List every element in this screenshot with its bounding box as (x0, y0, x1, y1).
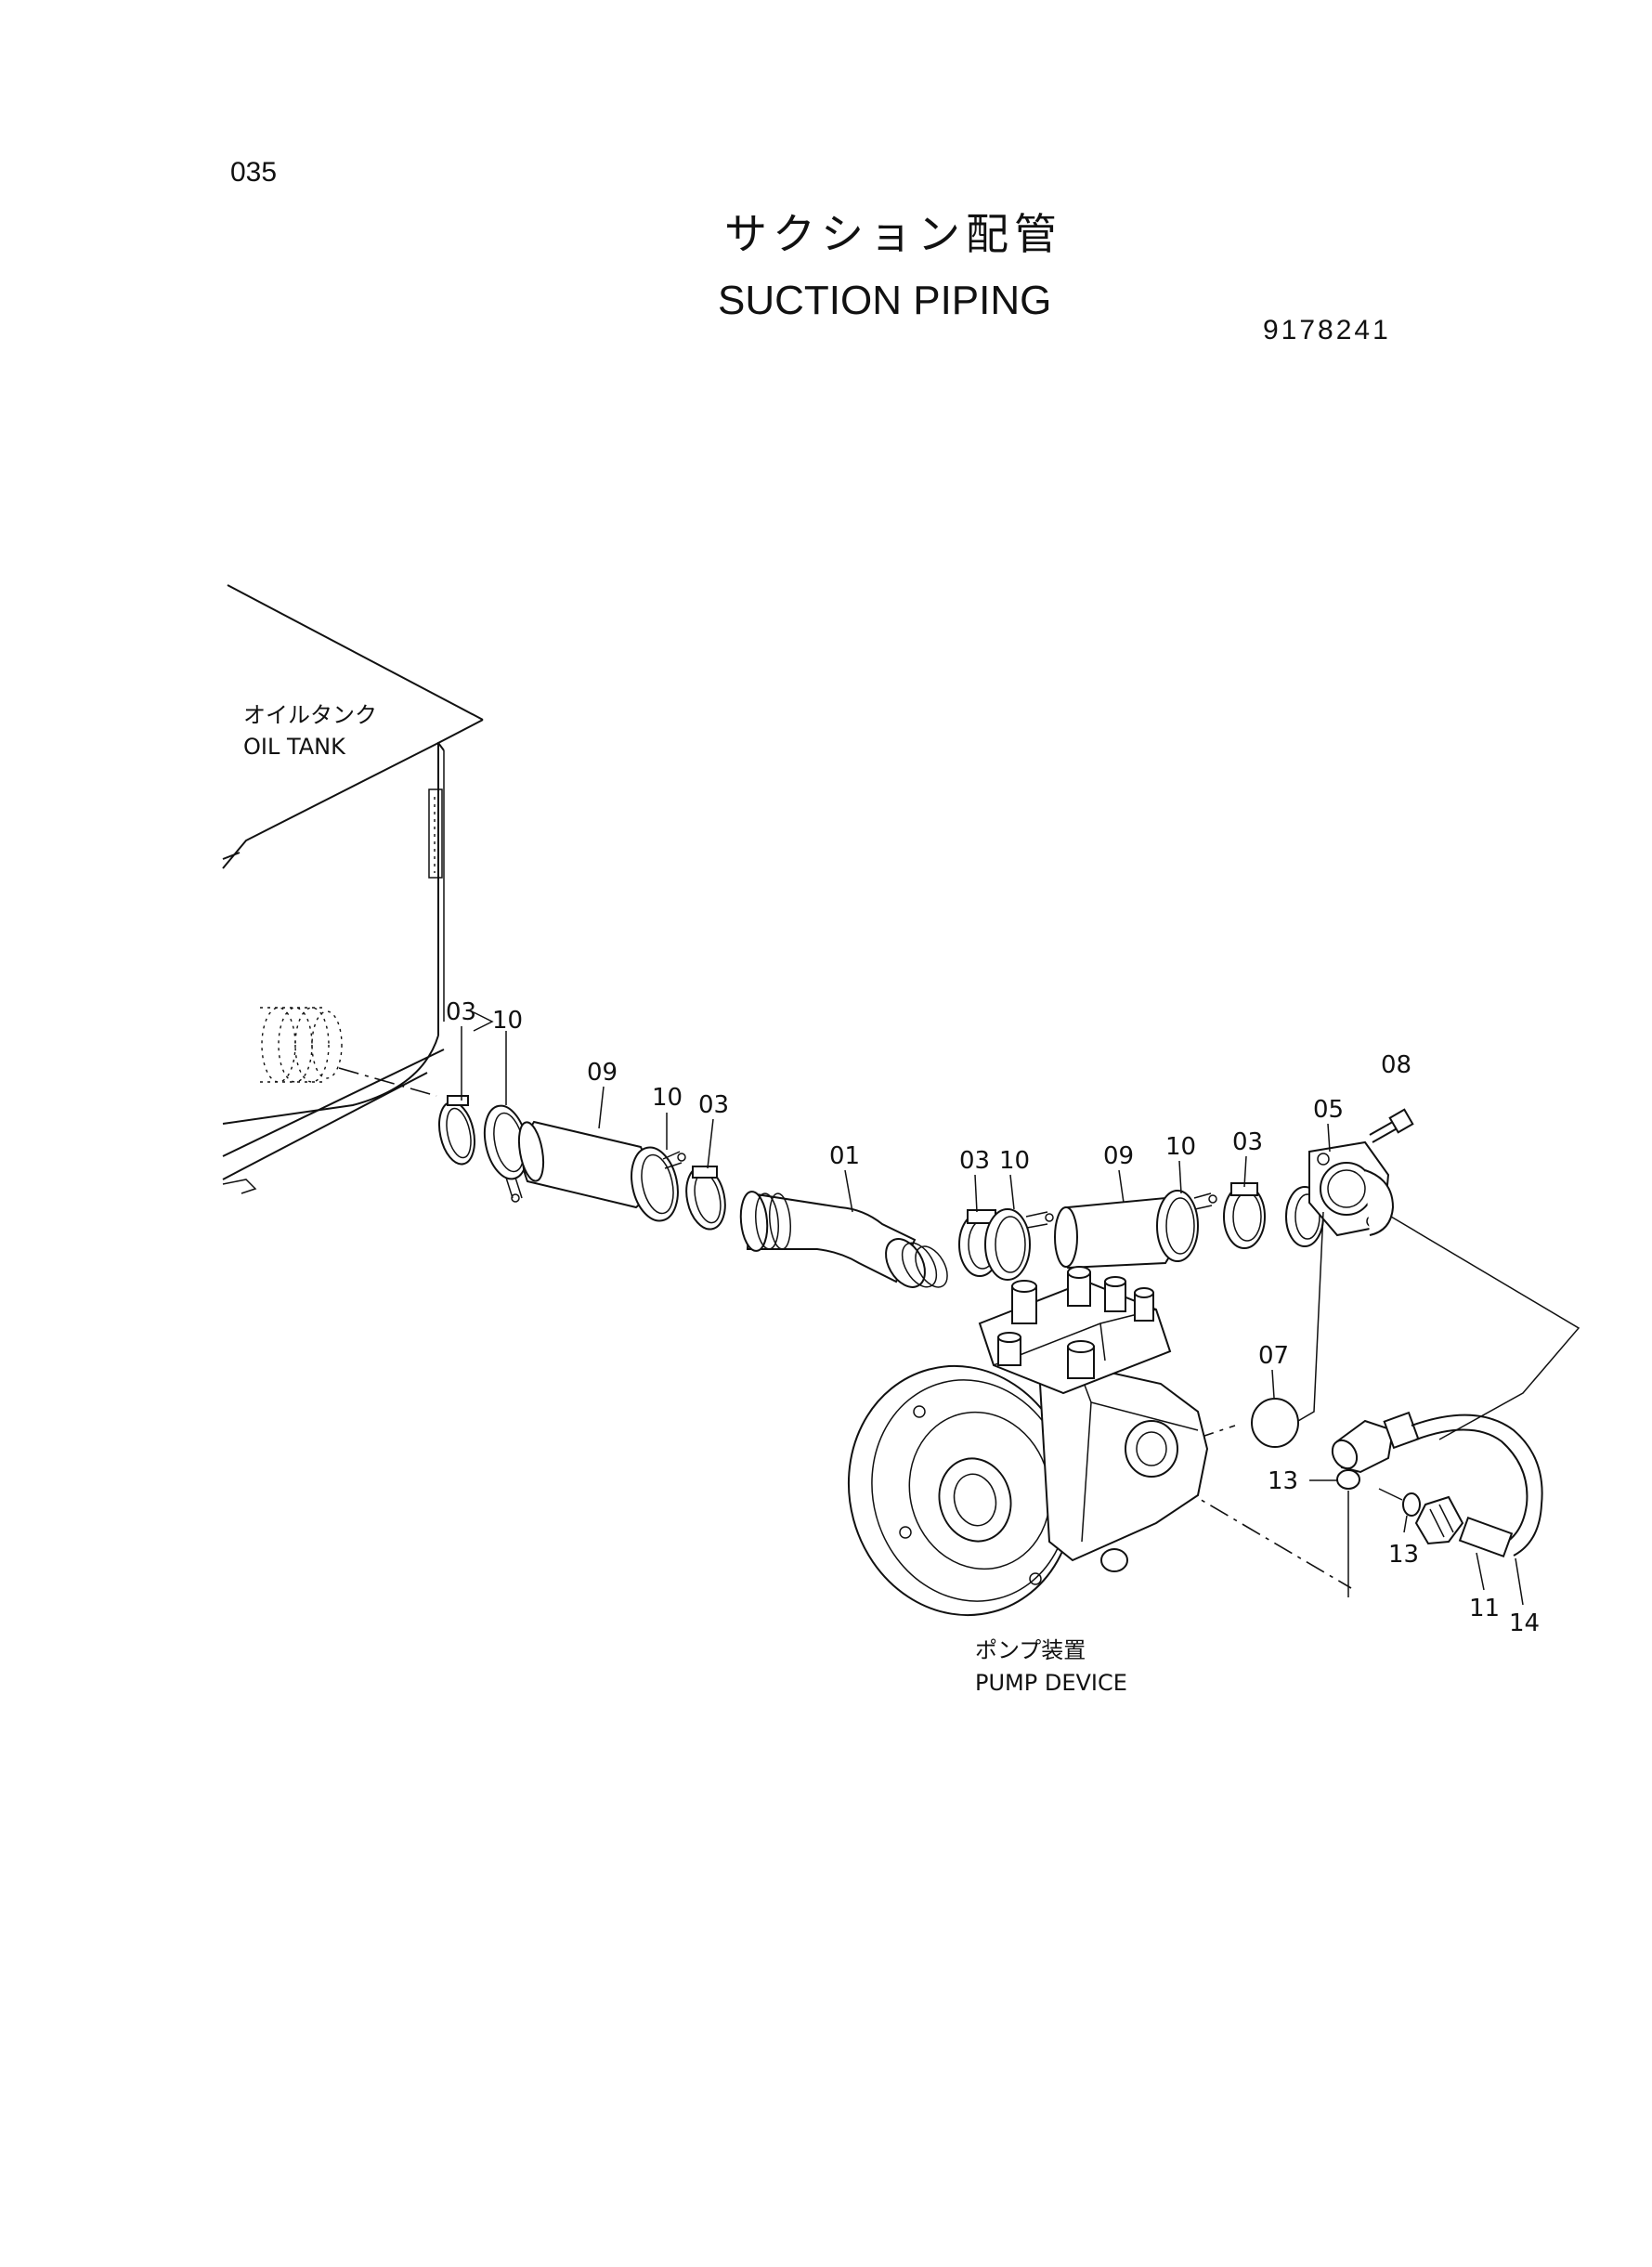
callout-03-c: 03 (959, 1147, 990, 1175)
title-english: SUCTION PIPING (718, 278, 1051, 323)
tank-strainer (260, 1007, 343, 1083)
bolt-08 (1369, 1108, 1414, 1143)
clamp-03-b (685, 1166, 726, 1231)
leader-flange-to-hose (1390, 1216, 1580, 1440)
callout-13-b: 13 (1388, 1541, 1419, 1569)
oil-tank (222, 584, 484, 1194)
pump-device (847, 1266, 1209, 1617)
o-ring-13-a (1336, 1469, 1360, 1490)
pump-device-label-en: PUMP DEVICE (975, 1670, 1127, 1696)
clamp-03-a (438, 1095, 475, 1166)
pilot-hose-assembly (1331, 1411, 1543, 1558)
callout-08: 08 (1381, 1051, 1411, 1079)
callout-10-b: 10 (652, 1084, 683, 1112)
oil-tank-label-jp: オイルタンク (243, 702, 377, 728)
oil-tank-label-en: OIL TANK (243, 734, 346, 760)
callout-07: 07 (1258, 1342, 1289, 1370)
o-ring-13-b (1402, 1492, 1421, 1517)
callout-labels: 03 10 09 10 03 01 03 10 09 10 03 05 08 0… (446, 998, 1540, 1637)
page-number: 035 (230, 157, 277, 188)
callout-03-d: 03 (1232, 1128, 1263, 1156)
o-ring-07 (1251, 1398, 1299, 1448)
callout-11: 11 (1469, 1595, 1500, 1622)
clamp-10-d (1156, 1190, 1217, 1262)
clamp-10-b (631, 1146, 686, 1222)
clamp-03-d (1223, 1182, 1266, 1249)
callout-10-a: 10 (492, 1007, 523, 1035)
callout-09-b: 09 (1103, 1142, 1134, 1170)
leader-05-to-07 (1297, 1211, 1324, 1422)
callout-09-a: 09 (587, 1059, 618, 1087)
leader-13-b (1378, 1488, 1403, 1501)
pump-device-label-jp: ポンプ装置 (975, 1637, 1086, 1663)
callout-10-d: 10 (1165, 1133, 1196, 1161)
callout-10-c: 10 (999, 1147, 1030, 1175)
elbow-hose-01 (739, 1191, 948, 1288)
callout-05: 05 (1313, 1096, 1344, 1124)
callout-13-a: 13 (1268, 1467, 1298, 1495)
title-japanese: サクション配管 (724, 209, 1062, 259)
clamp-10-c (984, 1208, 1054, 1281)
drawing-number: 9178241 (1263, 315, 1391, 345)
callout-leaders (461, 1011, 1524, 1606)
callout-03-b: 03 (698, 1091, 729, 1119)
callout-03-a: 03 (446, 998, 476, 1026)
hose-09-left (517, 1120, 650, 1209)
callout-14: 14 (1509, 1609, 1540, 1637)
callout-01: 01 (829, 1142, 860, 1170)
flange-05 (1308, 1140, 1395, 1237)
